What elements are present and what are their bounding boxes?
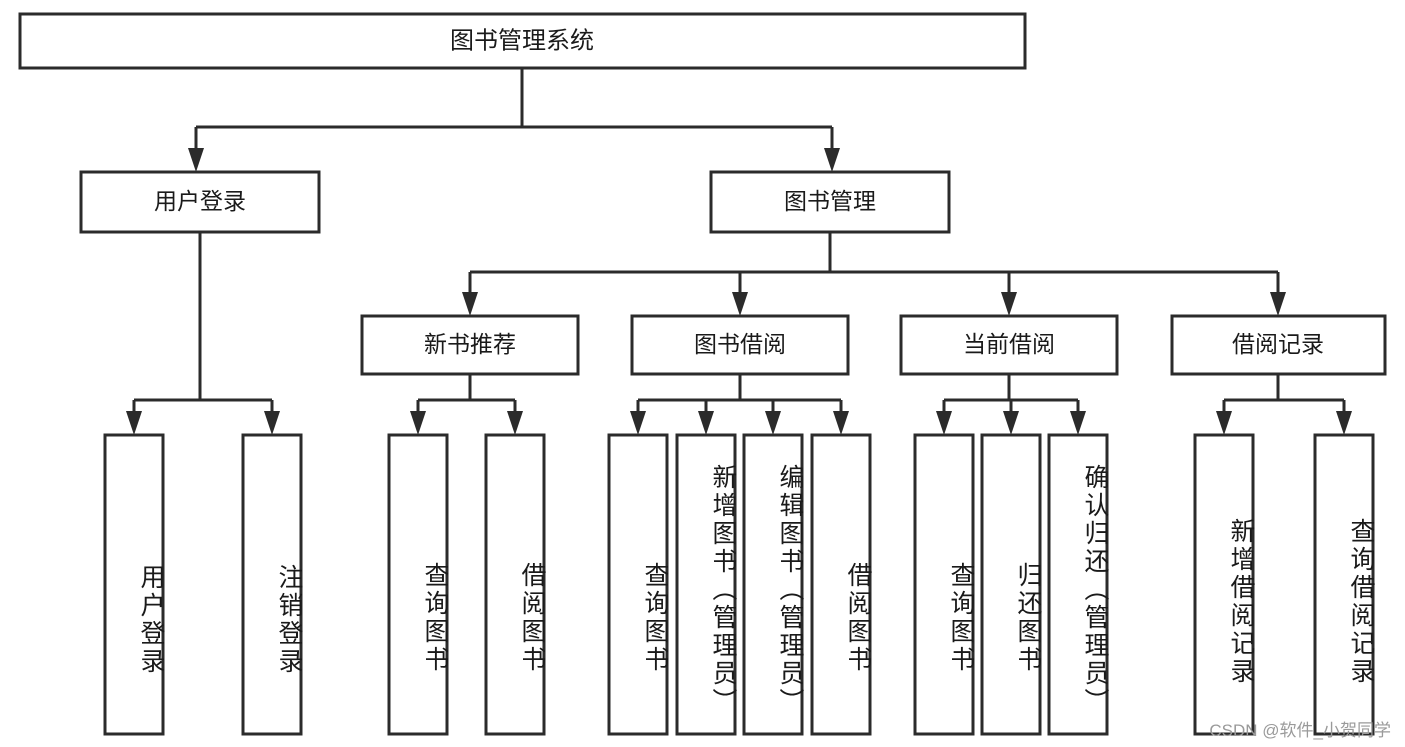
leaf-boxes-borrow-record (1193, 433, 1375, 736)
connector-borrowrecord-to-leaves (1216, 374, 1352, 435)
arrow-head-book-borrow (732, 292, 748, 316)
connector-currentborrow-to-leaves (936, 374, 1086, 435)
leaf-box-user-login-1[interactable] (241, 433, 303, 736)
node-new-book-recommend[interactable]: 新书推荐 (360, 314, 580, 376)
leaf-box-current-borrow-0[interactable] (913, 433, 975, 736)
node-user-login-box[interactable] (79, 170, 321, 234)
node-borrow-record[interactable]: 借阅记录 (1170, 314, 1387, 376)
node-book-borrow[interactable]: 图书借阅 (630, 314, 850, 376)
node-current-borrow[interactable]: 当前借阅 (899, 314, 1119, 376)
node-new-book-recommend-box[interactable] (360, 314, 580, 376)
arrow-head-new-book (462, 292, 478, 316)
leaf-box-current-borrow-1[interactable] (980, 433, 1042, 736)
node-root-box[interactable] (18, 12, 1027, 70)
leaf-box-new-book-0[interactable] (387, 433, 449, 736)
leaf-box-book-borrow-3[interactable] (810, 433, 872, 736)
leaf-box-new-book-1[interactable] (484, 433, 546, 736)
arrow-head-bookborrow-leaf-2 (765, 411, 781, 435)
arrow-head-borrow-record (1270, 292, 1286, 316)
node-user-login-label: 用户登录 (154, 188, 246, 214)
arrow-head-currentborrow-leaf-2 (1070, 411, 1086, 435)
node-new-book-recommend-label: 新书推荐 (424, 331, 516, 357)
arrow-head-bookborrow-leaf-1 (698, 411, 714, 435)
connector-bookmanage-to-level2 (462, 232, 1286, 316)
arrow-head-currentborrow-leaf-0 (936, 411, 952, 435)
leaf-boxes-user-login (103, 433, 303, 736)
arrow-head-borrowrecord-leaf-1 (1336, 411, 1352, 435)
leaf-box-book-borrow-1[interactable] (675, 433, 737, 736)
connector-userlogin-to-leaves (126, 232, 280, 435)
leaf-boxes-current-borrow (913, 433, 1109, 736)
node-borrow-record-box[interactable] (1170, 314, 1387, 376)
node-book-borrow-box[interactable] (630, 314, 850, 376)
connector-root-to-level1 (188, 68, 840, 172)
leaf-boxes-new-book (387, 433, 546, 736)
arrow-head-current-borrow (1001, 292, 1017, 316)
node-user-login[interactable]: 用户登录 (79, 170, 321, 234)
node-root-label: 图书管理系统 (450, 27, 594, 54)
leaf-box-borrow-record-0[interactable] (1193, 433, 1255, 736)
leaf-box-current-borrow-2[interactable] (1047, 433, 1109, 736)
connector-newbook-to-leaves (410, 374, 523, 435)
leaf-box-book-borrow-0[interactable] (607, 433, 669, 736)
arrow-head-book-manage (824, 148, 840, 172)
arrow-head-bookborrow-leaf-0 (630, 411, 646, 435)
arrow-head-borrowrecord-leaf-0 (1216, 411, 1232, 435)
node-root-system[interactable]: 图书管理系统 (18, 12, 1027, 70)
leaf-box-user-login-0[interactable] (103, 433, 165, 736)
arrow-head-bookborrow-leaf-3 (833, 411, 849, 435)
leaf-boxes-book-borrow (607, 433, 872, 736)
node-book-borrow-label: 图书借阅 (694, 331, 786, 357)
connector-bookborrow-to-leaves (630, 374, 849, 435)
leaf-box-book-borrow-2[interactable] (742, 433, 804, 736)
node-borrow-record-label: 借阅记录 (1232, 331, 1324, 357)
node-book-management[interactable]: 图书管理 (709, 170, 951, 234)
arrow-head-userlogin-leaf-1 (264, 411, 280, 435)
arrow-head-newbook-leaf-1 (507, 411, 523, 435)
node-book-management-label: 图书管理 (784, 188, 876, 214)
node-current-borrow-box[interactable] (899, 314, 1119, 376)
leaf-box-borrow-record-1[interactable] (1313, 433, 1375, 736)
csdn-watermark: CSDN @软件_小贺同学 (1209, 721, 1391, 740)
arrow-head-newbook-leaf-0 (410, 411, 426, 435)
arrow-head-currentborrow-leaf-1 (1003, 411, 1019, 435)
node-current-borrow-label: 当前借阅 (963, 331, 1055, 357)
arrow-head-user-login (188, 148, 204, 172)
arrow-head-userlogin-leaf-0 (126, 411, 142, 435)
